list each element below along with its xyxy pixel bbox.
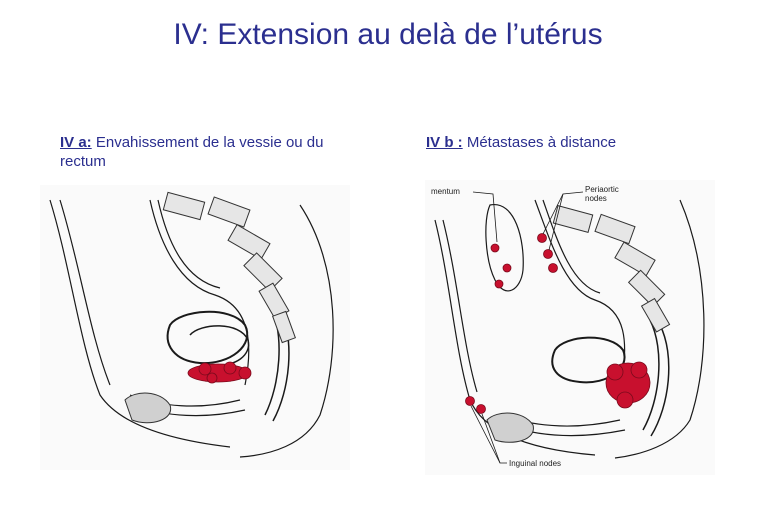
label-periaortic-line2: nodes xyxy=(585,194,607,203)
panel-a-caption: IV a: Envahissement de la vessie ou du r… xyxy=(60,133,340,171)
panel-b-tag: IV b : xyxy=(426,134,463,151)
panel-a-tag: IV a: xyxy=(60,134,92,151)
pelvis-diagram-stage-iva xyxy=(40,185,350,470)
panel-b-text: Métastases à distance xyxy=(463,134,616,151)
label-inguinal-nodes: Inguinal nodes xyxy=(509,459,561,468)
label-omentum: mentum xyxy=(431,187,460,196)
pelvis-diagram-stage-ivb: mentum Periaortic nodes Inguinal nodes xyxy=(425,180,715,475)
panel-b-caption: IV b : Métastases à distance xyxy=(426,133,726,152)
label-periaortic-line1: Periaortic xyxy=(585,185,619,194)
slide-title: IV: Extension au delà de l’utérus xyxy=(0,18,776,52)
panel-a-text: Envahissement de la vessie ou du rectum xyxy=(60,134,324,170)
